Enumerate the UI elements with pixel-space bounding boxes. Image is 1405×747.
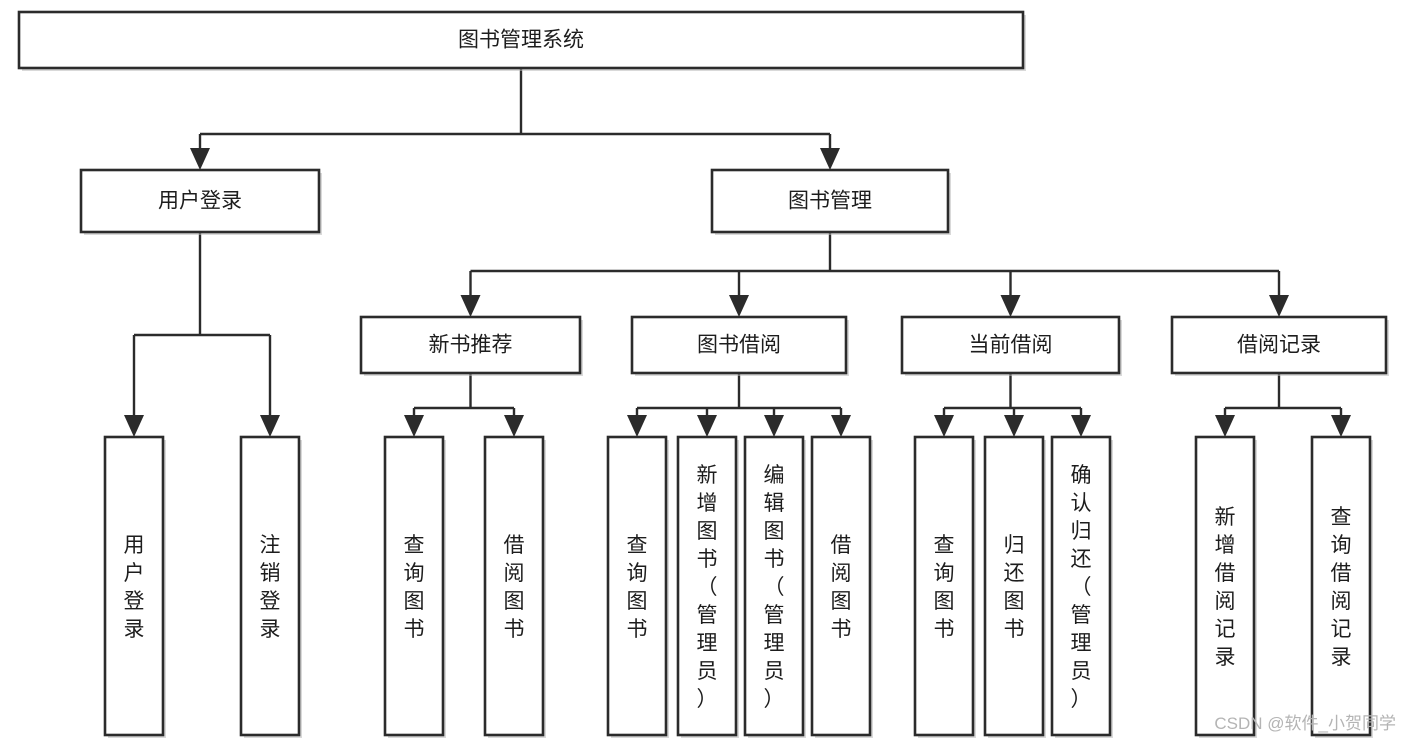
node-new-book-rec[interactable]: 新书推荐 <box>359 315 583 376</box>
arrow-head-leaf-cur-confirm <box>1071 415 1091 437</box>
node-box-leaf-borrow-query[interactable] <box>606 435 668 737</box>
arrow-head-leaf-rec-borrow <box>504 415 524 437</box>
node-label-user-login: 用户登录 <box>158 190 242 213</box>
node-leaf-borrow-add[interactable]: 新增图书（管理员） <box>676 435 739 738</box>
arrow-head-new-book-rec <box>460 295 481 317</box>
node-label-leaf-logout: 注销登录 <box>260 534 281 641</box>
node-label-new-book-rec: 新书推荐 <box>429 334 513 357</box>
node-leaf-cur-return[interactable]: 归还图书 <box>983 435 1046 738</box>
node-box-user-login[interactable] <box>79 168 321 234</box>
node-leaf-rec-query[interactable]: 查询图书 <box>383 435 446 738</box>
node-leaf-rec-search[interactable]: 查询借阅记录 <box>1310 435 1373 738</box>
node-box-leaf-rec-borrow[interactable] <box>483 435 545 737</box>
arrow-head-leaf-borrow-edit <box>764 415 784 437</box>
node-label-leaf-rec-search: 查询借阅记录 <box>1331 506 1352 669</box>
arrow-head-book-borrow <box>729 295 749 317</box>
node-leaf-borrow-query[interactable]: 查询图书 <box>606 435 669 738</box>
node-box-book-manage[interactable] <box>710 168 950 234</box>
arrow-head-book-manage <box>820 148 840 170</box>
node-label-leaf-borrow-query: 查询图书 <box>627 534 648 641</box>
node-label-leaf-cur-query: 查询图书 <box>934 534 955 641</box>
watermark-label: CSDN @软件_小贺同学 <box>1214 714 1396 733</box>
node-box-leaf-borrow-edit[interactable] <box>743 435 805 737</box>
arrow-head-leaf-cur-query <box>934 415 954 437</box>
node-box-leaf-cur-query[interactable] <box>913 435 975 737</box>
arrow-head-current-borrow <box>1000 295 1021 317</box>
node-leaf-rec-borrow[interactable]: 借阅图书 <box>483 435 546 738</box>
node-box-current-borrow[interactable] <box>900 315 1121 375</box>
node-label-leaf-cur-return: 归还图书 <box>1004 534 1025 641</box>
node-label-leaf-borrow-add: 新增图书（管理员） <box>697 464 718 711</box>
connector-layer <box>124 68 1351 437</box>
arrow-head-borrow-record <box>1269 295 1289 317</box>
node-label-book-manage: 图书管理 <box>788 190 872 213</box>
node-box-leaf-borrow-add[interactable] <box>676 435 738 737</box>
arrow-head-leaf-borrow-query <box>627 415 647 437</box>
node-book-borrow[interactable]: 图书借阅 <box>630 315 849 376</box>
node-label-leaf-rec-query: 查询图书 <box>404 534 425 641</box>
node-leaf-borrow-edit[interactable]: 编辑图书（管理员） <box>743 435 806 738</box>
node-layer: 图书管理系统用户登录图书管理新书推荐图书借阅当前借阅借阅记录用户登录注销登录查询… <box>17 10 1389 738</box>
node-label-book-borrow: 图书借阅 <box>697 334 781 357</box>
arrow-head-leaf-cur-return <box>1004 415 1024 437</box>
node-label-leaf-user-login: 用户登录 <box>124 534 145 641</box>
node-label-current-borrow: 当前借阅 <box>969 334 1053 357</box>
node-label-borrow-record: 借阅记录 <box>1237 334 1321 357</box>
node-label-leaf-borrow-edit: 编辑图书（管理员） <box>764 464 785 711</box>
node-box-root[interactable] <box>17 10 1025 70</box>
node-leaf-rec-add[interactable]: 新增借阅记录 <box>1194 435 1257 738</box>
arrow-head-leaf-user-login <box>124 415 144 437</box>
arrow-head-leaf-rec-query <box>404 415 424 437</box>
node-box-leaf-borrow-lend[interactable] <box>810 435 872 737</box>
arrow-head-user-login <box>190 148 210 170</box>
node-leaf-borrow-lend[interactable]: 借阅图书 <box>810 435 873 738</box>
node-borrow-record[interactable]: 借阅记录 <box>1170 315 1389 376</box>
node-box-leaf-rec-add[interactable] <box>1194 435 1256 737</box>
node-label-leaf-cur-confirm: 确认归还（管理员） <box>1071 464 1092 711</box>
node-book-manage[interactable]: 图书管理 <box>710 168 951 235</box>
node-leaf-user-login[interactable]: 用户登录 <box>103 435 166 738</box>
arrow-head-leaf-rec-search <box>1331 415 1351 437</box>
node-box-leaf-rec-search[interactable] <box>1310 435 1372 737</box>
node-root[interactable]: 图书管理系统 <box>17 10 1026 71</box>
node-box-leaf-cur-return[interactable] <box>983 435 1045 737</box>
arrow-head-leaf-rec-add <box>1215 415 1235 437</box>
node-leaf-logout[interactable]: 注销登录 <box>239 435 302 738</box>
arrow-head-leaf-borrow-add <box>697 415 717 437</box>
node-box-leaf-cur-confirm[interactable] <box>1050 435 1112 737</box>
node-box-book-borrow[interactable] <box>630 315 848 375</box>
node-leaf-cur-query[interactable]: 查询图书 <box>913 435 976 738</box>
node-label-leaf-rec-add: 新增借阅记录 <box>1215 506 1236 669</box>
node-label-leaf-borrow-lend: 借阅图书 <box>831 534 852 641</box>
node-label-root: 图书管理系统 <box>458 29 584 52</box>
node-box-borrow-record[interactable] <box>1170 315 1388 375</box>
node-box-leaf-logout[interactable] <box>239 435 301 737</box>
arrow-head-leaf-logout <box>260 415 280 437</box>
node-leaf-cur-confirm[interactable]: 确认归还（管理员） <box>1050 435 1113 738</box>
node-current-borrow[interactable]: 当前借阅 <box>900 315 1122 376</box>
node-box-leaf-user-login[interactable] <box>103 435 165 737</box>
node-box-new-book-rec[interactable] <box>359 315 582 375</box>
node-box-leaf-rec-query[interactable] <box>383 435 445 737</box>
arrow-head-leaf-borrow-lend <box>831 415 851 437</box>
node-user-login[interactable]: 用户登录 <box>79 168 322 235</box>
node-label-leaf-rec-borrow: 借阅图书 <box>504 534 525 641</box>
